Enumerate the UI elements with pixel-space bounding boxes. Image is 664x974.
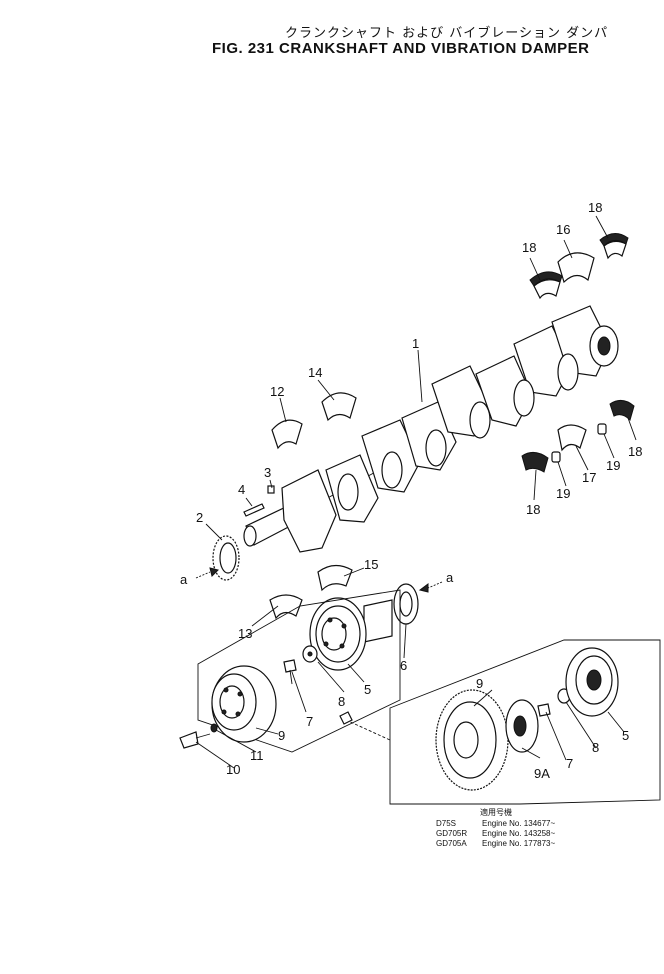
callout-9: 9 xyxy=(278,728,285,743)
bolt-7-alt xyxy=(537,703,551,717)
engine-2: Engine No. 143258~ xyxy=(482,829,556,838)
leader-lines xyxy=(195,215,637,769)
callout-a-left: a xyxy=(180,572,188,587)
callout-18a: 18 xyxy=(522,240,536,255)
callout-19a: 19 xyxy=(606,458,620,473)
main-bearing-12 xyxy=(271,419,303,450)
callout-7-alt: 7 xyxy=(566,756,573,771)
thrust-washer-18d xyxy=(521,452,549,473)
callout-9A: 9A xyxy=(534,766,550,781)
callout-12: 12 xyxy=(270,384,284,399)
callout-8-alt: 8 xyxy=(592,740,599,755)
crankshaft-pulley xyxy=(309,597,393,671)
view-arrow-left xyxy=(195,567,219,579)
callout-a-right: a xyxy=(446,570,454,585)
callout-8: 8 xyxy=(338,694,345,709)
callout-9-alt: 9 xyxy=(476,676,483,691)
thrust-washer-18c xyxy=(609,400,635,421)
dowel-pin-19b xyxy=(551,451,561,463)
callout-13: 13 xyxy=(238,626,252,641)
applicability-heading: 適用号機 xyxy=(480,807,512,817)
figure-title: FIG. 231 CRANKSHAFT AND VIBRATION DAMPER xyxy=(212,40,590,57)
callout-5: 5 xyxy=(364,682,371,697)
main-bearing-17 xyxy=(557,424,587,452)
callout-10: 10 xyxy=(226,762,240,777)
model-3: GD705A xyxy=(436,839,467,848)
bolt-7 xyxy=(283,659,297,685)
key xyxy=(243,503,265,517)
callout-17: 17 xyxy=(582,470,596,485)
applicability-table: 適用号機 D75S Engine No. 134677~ GD705R Engi… xyxy=(436,807,556,848)
title-japanese: クランクシャフト および バイブレーション ダンパ xyxy=(285,26,609,41)
callout-labels: 1 2 3 4 5 6 7 8 9 10 11 12 13 14 15 16 1… xyxy=(180,200,642,781)
main-bearing-13 xyxy=(269,594,303,620)
callout-4: 4 xyxy=(238,482,245,497)
callout-5-alt: 5 xyxy=(622,728,629,743)
crankshaft xyxy=(243,305,619,553)
dowel-pin-19a xyxy=(597,423,607,435)
callout-15: 15 xyxy=(364,557,378,572)
thrust-washer-18b xyxy=(599,233,629,260)
long-bolt xyxy=(339,711,391,741)
damper-assembly-frame-left xyxy=(197,589,401,753)
callout-6: 6 xyxy=(400,658,407,673)
bolt-10 xyxy=(179,731,211,749)
callout-18c: 18 xyxy=(628,444,642,459)
vibration-damper-9 xyxy=(211,665,277,743)
vibration-damper-9-alt xyxy=(435,689,509,791)
pin xyxy=(267,485,275,494)
callout-18d: 18 xyxy=(526,502,540,517)
main-bearing-15 xyxy=(317,564,353,592)
plate-9A xyxy=(505,699,539,753)
callout-19b: 19 xyxy=(556,486,570,501)
callout-3: 3 xyxy=(264,465,271,480)
callout-14: 14 xyxy=(308,365,322,380)
main-bearing-14 xyxy=(321,392,357,422)
engine-1: Engine No. 134677~ xyxy=(482,819,556,828)
pulley-5-alt xyxy=(565,647,619,717)
crankshaft-gear xyxy=(212,535,240,581)
main-bearing-16 xyxy=(557,252,595,284)
view-arrow-right xyxy=(418,581,443,593)
callout-16: 16 xyxy=(556,222,570,237)
model-2: GD705R xyxy=(436,829,467,838)
thrust-washer-18a xyxy=(529,271,563,300)
washer-8 xyxy=(302,645,318,663)
model-1: D75S xyxy=(436,819,456,828)
callout-18b: 18 xyxy=(588,200,602,215)
callout-7: 7 xyxy=(306,714,313,729)
callout-11: 11 xyxy=(250,748,264,763)
washer-11 xyxy=(210,723,218,733)
engine-3: Engine No. 177873~ xyxy=(482,839,556,848)
callout-2: 2 xyxy=(196,510,203,525)
callout-1: 1 xyxy=(412,336,419,351)
damper-assembly-frame-right xyxy=(389,639,661,805)
